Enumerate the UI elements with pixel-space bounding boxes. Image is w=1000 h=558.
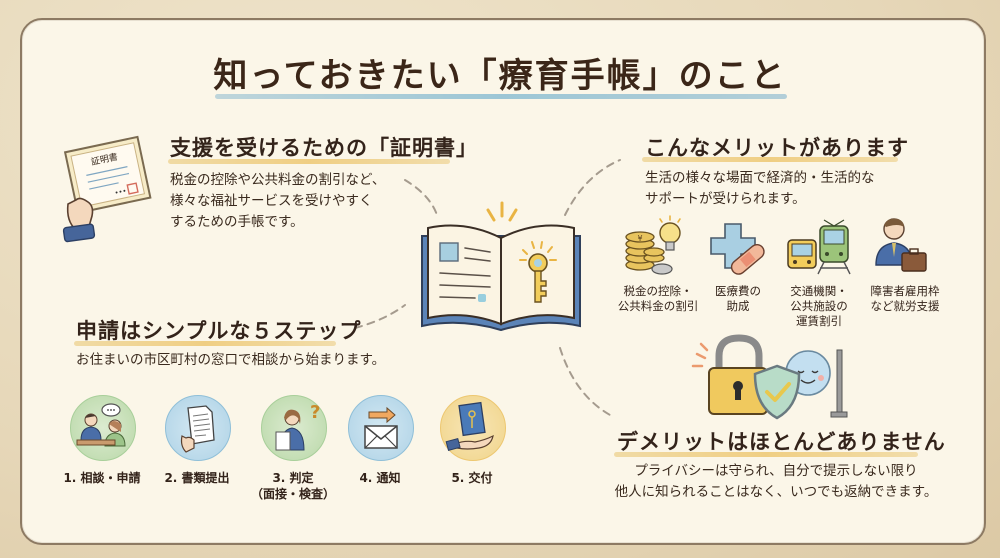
- open-handbook-key-icon: [421, 201, 581, 332]
- step-2-document-submit-icon: [165, 395, 231, 461]
- certificate-line-1: 税金の控除や公共料金の割引など、: [170, 172, 386, 188]
- demerits-heading: デメリットはほとんどありません: [617, 430, 946, 454]
- merit-label-line: など就労支援: [870, 299, 940, 313]
- step-1-consultation-icon: [70, 395, 136, 461]
- lock-shield-smile-icon: [691, 334, 848, 420]
- certificate-heading-underline: [168, 159, 450, 164]
- merit-label-employment: 障害者雇用枠 など就労支援: [862, 284, 948, 314]
- coins-lightbulb-icon: ¥: [625, 215, 681, 275]
- step-4-label: 4. 通知: [330, 470, 430, 486]
- step-5-handbook-delivery-icon: [440, 395, 506, 461]
- certificate-line-2: 様々な福祉サービスを受けやすく: [170, 193, 373, 209]
- merit-label-line: 運賃割引: [796, 314, 842, 328]
- merit-label-line: 税金の控除・: [623, 284, 693, 298]
- merit-label-medical: 医療費の 助成: [700, 284, 776, 314]
- merits-line-1: 生活の様々な場面で経済的・生活的な: [645, 170, 875, 186]
- steps-heading-underline: [74, 341, 336, 346]
- step-label-line: 5. 交付: [451, 471, 493, 485]
- merit-label-transport: 交通機関・ 公共施設の 運賃割引: [779, 284, 859, 329]
- step-label-line: 4. 通知: [359, 471, 401, 485]
- steps-description: お住まいの市区町村の窓口で相談から始まります。: [76, 352, 386, 368]
- step-label-line: 3. 判定: [272, 471, 314, 485]
- certificate-in-hand-icon: 証明書: [62, 135, 152, 243]
- merit-label-line: 公共料金の割引: [617, 299, 699, 313]
- merit-label-line: 公共施設の: [790, 299, 848, 313]
- bus-train-icon: [787, 219, 851, 275]
- merit-label-line: 医療費の: [715, 284, 761, 298]
- step-3-interview-judgement-icon: ?: [261, 395, 327, 461]
- certificate-description: 税金の控除や公共料金の割引など、 様々な福祉サービスを受けやすく するための手帳…: [170, 170, 385, 233]
- merit-label-tax: 税金の控除・ 公共料金の割引: [617, 284, 699, 314]
- merit-label-line: 交通機関・: [790, 284, 848, 298]
- merits-description: 生活の様々な場面で経済的・生活的な サポートが受けられます。: [645, 168, 875, 210]
- merit-label-line: 助成: [726, 299, 750, 313]
- step-label-line: （面接・検査）: [250, 487, 335, 501]
- page-title: 知っておきたい「療育手帳」のこと: [213, 56, 787, 96]
- demerits-description: プライバシーは守られ、自分で提示しない限り 他人に知られることはなく、いつでも返…: [606, 461, 946, 503]
- step-1-label: 1. 相談・申請: [52, 470, 152, 486]
- demerits-line-1: プライバシーは守られ、自分で提示しない限り: [634, 463, 918, 479]
- step-3-label: 3. 判定 （面接・検査）: [243, 470, 343, 502]
- demerits-line-2: 他人に知られることはなく、いつでも返納できます。: [614, 484, 938, 500]
- merits-heading-underline: [642, 157, 898, 162]
- svg-text:?: ?: [310, 402, 320, 423]
- svg-text:¥: ¥: [637, 234, 642, 243]
- merit-label-line: 障害者雇用枠: [870, 284, 940, 298]
- title-underline: [215, 94, 787, 99]
- step-label-line: 2. 書類提出: [164, 471, 230, 485]
- businessman-briefcase-icon: [875, 218, 927, 272]
- merits-line-2: サポートが受けられます。: [645, 191, 806, 207]
- certificate-heading: 支援を受けるための「証明書」: [170, 136, 478, 160]
- step-label-line: 1. 相談・申請: [63, 471, 141, 485]
- step-2-label: 2. 書類提出: [147, 470, 247, 486]
- medical-cross-bandage-icon: [710, 223, 765, 275]
- demerits-heading-underline: [614, 452, 918, 457]
- steps-heading: 申請はシンプルな５ステップ: [76, 319, 362, 343]
- merits-heading: こんなメリットがあります: [645, 136, 909, 160]
- step-5-label: 5. 交付: [422, 470, 522, 486]
- certificate-line-3: するための手帳です。: [170, 214, 304, 230]
- step-4-mail-notification-icon: [348, 395, 414, 461]
